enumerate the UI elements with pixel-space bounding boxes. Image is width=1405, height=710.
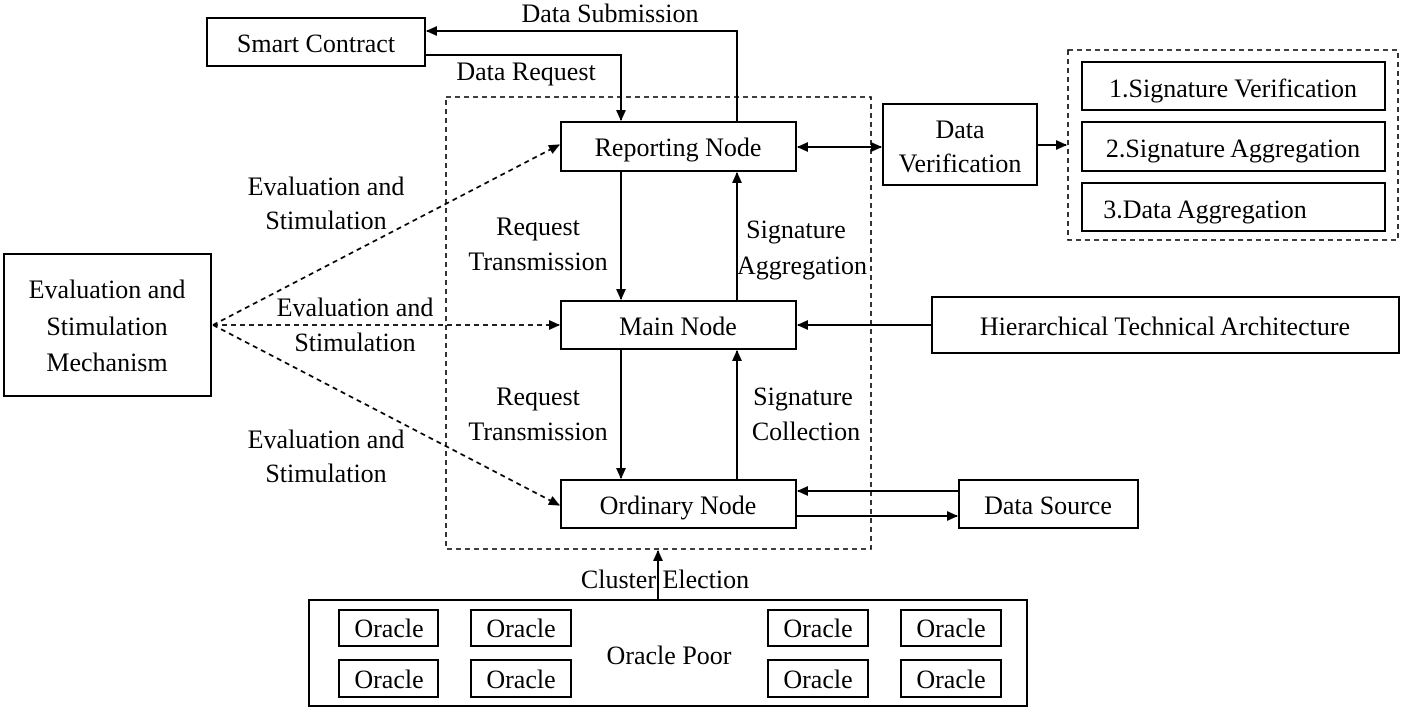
evaluation-label-mid-line2: Stimulation <box>294 328 415 357</box>
oracle-2: Oracle <box>470 609 572 647</box>
oracle-5: Oracle <box>338 659 439 698</box>
verification-step-2-label: 2.Signature Aggregation <box>1106 134 1360 163</box>
evaluation-label-mid-line1: Evaluation and <box>277 293 434 322</box>
data-request-label: Data Request <box>456 57 596 86</box>
smart-contract-label: Smart Contract <box>237 29 396 58</box>
data-verification-label-1: Data <box>935 115 985 144</box>
signature-aggregation-line1: Signature <box>746 215 846 244</box>
cluster-election-label: Cluster Election <box>581 565 749 594</box>
ordinary-node-label: Ordinary Node <box>600 491 757 520</box>
evaluation-label-bottom-line1: Evaluation and <box>248 425 405 454</box>
oracle-2-label: Oracle <box>486 614 555 643</box>
data-source-box: Data Source <box>958 479 1139 529</box>
data-source-label: Data Source <box>984 491 1112 520</box>
oracle-6-label: Oracle <box>486 665 555 694</box>
evaluation-arrow-reporting <box>212 144 560 326</box>
hierarchical-architecture-box: Hierarchical Technical Architecture <box>931 296 1400 354</box>
oracle-4: Oracle <box>900 609 1002 647</box>
request-transmission-1-line1: Request <box>496 212 581 241</box>
oracle-8-label: Oracle <box>916 665 985 694</box>
mechanism-label-1: Evaluation and <box>29 275 186 304</box>
evaluation-label-bottom-line2: Stimulation <box>265 459 386 488</box>
data-verification-box: Data Verification <box>882 103 1038 186</box>
reporting-node-label: Reporting Node <box>595 133 762 162</box>
oracle-6: Oracle <box>470 659 572 698</box>
evaluation-label-top-line2: Stimulation <box>265 206 386 235</box>
main-node-box: Main Node <box>560 300 797 350</box>
hierarchical-architecture-label: Hierarchical Technical Architecture <box>980 312 1350 341</box>
verification-step-1-label: 1.Signature Verification <box>1109 74 1357 103</box>
mechanism-label-3: Mechanism <box>46 348 167 377</box>
evaluation-mechanism-box: Evaluation and Stimulation Mechanism <box>3 253 212 397</box>
oracle-7-label: Oracle <box>783 665 852 694</box>
oracle-5-label: Oracle <box>354 665 423 694</box>
verification-step-1: 1.Signature Verification <box>1081 61 1386 111</box>
oracle-pool-label: Oracle Poor <box>607 641 732 670</box>
request-transmission-2-line2: Transmission <box>468 417 607 446</box>
oracle-8: Oracle <box>900 659 1002 698</box>
node-cluster-boundary <box>445 96 872 550</box>
verification-step-3: 3.Data Aggregation <box>1081 182 1386 232</box>
evaluation-label-top-line1: Evaluation and <box>248 172 405 201</box>
verification-step-2: 2.Signature Aggregation <box>1081 121 1386 172</box>
smart-contract-box: Smart Contract <box>206 17 426 67</box>
oracle-7: Oracle <box>767 659 869 698</box>
verification-steps-boundary <box>1067 49 1399 241</box>
signature-collection-line2: Collection <box>752 417 860 446</box>
data-verification-label-2: Verification <box>899 149 1022 178</box>
data-submission-arrow <box>426 26 738 122</box>
data-submission-label: Data Submission <box>522 0 699 28</box>
reporting-node-box: Reporting Node <box>560 121 797 172</box>
data-request-arrow <box>425 54 626 121</box>
signature-aggregation-line2: Aggregation <box>737 251 867 280</box>
oracle-3: Oracle <box>767 609 869 647</box>
ordinary-node-box: Ordinary Node <box>560 479 797 529</box>
oracle-1: Oracle <box>338 609 439 647</box>
signature-collection-line1: Signature <box>753 382 853 411</box>
oracle-4-label: Oracle <box>916 614 985 643</box>
oracle-3-label: Oracle <box>783 614 852 643</box>
evaluation-arrow-ordinary <box>212 324 560 506</box>
verification-step-3-label: 3.Data Aggregation <box>1103 195 1307 224</box>
oracle-1-label: Oracle <box>354 614 423 643</box>
request-transmission-1-line2: Transmission <box>468 247 607 276</box>
mechanism-label-2: Stimulation <box>46 312 167 341</box>
request-transmission-2-line1: Request <box>496 382 581 411</box>
main-node-label: Main Node <box>619 312 737 341</box>
